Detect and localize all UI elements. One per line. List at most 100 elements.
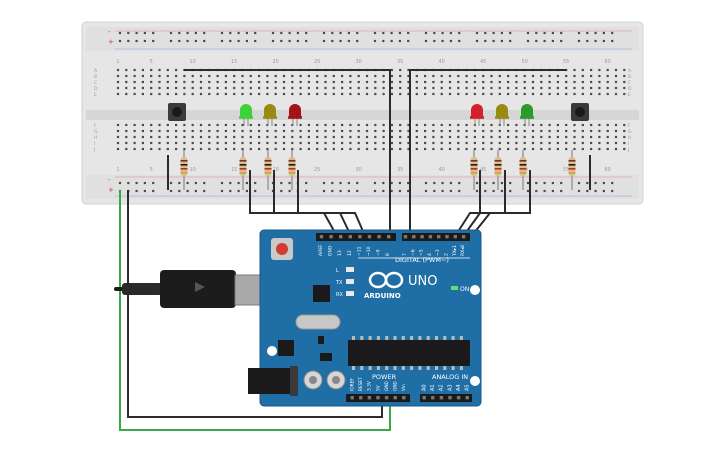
row-letter-left: I	[94, 141, 95, 147]
wires	[119, 69, 566, 431]
wire-led-3	[297, 170, 367, 239]
column-number-bottom: 60	[605, 167, 611, 173]
pin-label: 4	[427, 253, 433, 256]
row-letter-left: D	[94, 86, 98, 92]
breadboard[interactable]: 1155101015152020252530303535404045455050…	[81, 21, 644, 205]
row-letter-right: F	[628, 123, 631, 129]
voltage-regulator	[278, 340, 294, 356]
column-number-top: 40	[439, 59, 445, 65]
led-left-green[interactable]	[239, 104, 253, 126]
column-number-top: 25	[314, 59, 320, 65]
usb-chip	[313, 285, 330, 302]
column-number-bottom: 55	[563, 167, 569, 173]
pin-label: 7	[402, 253, 408, 256]
arduino-logo	[368, 271, 404, 289]
power-pin-label: GND	[393, 380, 399, 391]
column-number-top: 10	[190, 59, 196, 65]
pin-label: AREF	[318, 244, 324, 256]
resistor[interactable]	[494, 150, 502, 190]
column-number-bottom: 30	[356, 167, 362, 173]
resistor[interactable]	[519, 150, 527, 190]
row-letter-right: A	[628, 68, 632, 74]
pin-label: TX▸1	[452, 245, 458, 257]
column-number-top: 60	[605, 59, 611, 65]
crystal	[295, 314, 341, 330]
led-left-red[interactable]	[288, 104, 302, 126]
wire-led-4	[453, 170, 481, 239]
center-channel	[86, 110, 639, 120]
small-chip	[318, 336, 324, 344]
pin-label: ~11	[356, 246, 362, 256]
arduino-brand: ARDUINO	[364, 292, 401, 300]
led-right-yellow[interactable]	[495, 104, 509, 126]
column-number-top: 5	[150, 59, 153, 65]
led-right-red[interactable]	[470, 104, 484, 126]
on-label: ON	[460, 286, 469, 293]
row-letter-left: F	[94, 123, 97, 129]
rail-minus-label-bottom: -	[108, 176, 111, 184]
mount-holes	[267, 285, 480, 386]
microcontroller	[348, 340, 470, 366]
row-letter-right: I	[628, 141, 629, 147]
top-header	[316, 233, 470, 241]
pushbutton-left[interactable]	[168, 103, 186, 121]
pin-label: ~10	[366, 246, 372, 256]
row-letter-right: J	[627, 147, 629, 153]
power-jack[interactable]	[248, 366, 298, 396]
column-number-top: 1	[116, 59, 119, 65]
column-number-bottom: 5	[150, 167, 153, 173]
resistor[interactable]	[568, 150, 576, 190]
capacitors	[303, 370, 346, 390]
resistor[interactable]	[180, 150, 188, 190]
pin-label: 13	[337, 250, 343, 256]
pin-label: ~3	[435, 249, 441, 256]
wire-led-6	[469, 170, 531, 239]
column-number-top: 15	[231, 59, 237, 65]
rail-minus-label: -	[108, 28, 111, 36]
pushbutton-right[interactable]	[571, 103, 589, 121]
wire-button-left	[184, 69, 391, 238]
analog-pin-label: A5	[465, 384, 471, 391]
breadboard-holes	[116, 31, 626, 193]
pin-label: GND	[328, 245, 334, 256]
status-led-label: L	[336, 268, 339, 274]
column-number-top: 45	[480, 59, 486, 65]
row-letter-left: B	[94, 74, 97, 80]
column-number-bottom: 15	[231, 167, 237, 173]
breadboard-labels: 1155101015152020252530303535404045455050…	[93, 59, 632, 173]
row-letter-left: A	[94, 68, 98, 74]
row-letter-right: C	[628, 80, 631, 86]
column-number-top: 55	[563, 59, 569, 65]
wire-5v	[119, 190, 391, 431]
power-label: POWER	[372, 373, 397, 381]
on-led-icon	[451, 286, 458, 290]
power-pin-label: RESET	[358, 377, 364, 391]
bottom-header	[346, 394, 472, 402]
resistor[interactable]	[264, 150, 272, 190]
row-letter-right: D	[628, 86, 632, 92]
pin-label: ~6	[410, 249, 416, 256]
row-letter-right: B	[628, 74, 631, 80]
resistor[interactable]	[288, 150, 296, 190]
resistor[interactable]	[470, 150, 478, 190]
row-letter-left: E	[94, 92, 97, 98]
pin-label: 8	[385, 253, 391, 256]
led-right-green[interactable]	[520, 104, 534, 126]
column-number-top: 30	[356, 59, 362, 65]
led-left-yellow[interactable]	[263, 104, 277, 126]
power-pin-label: 3.3V	[367, 381, 373, 391]
power-pin-label: IOREF	[350, 378, 356, 391]
power-pin-label: GND	[384, 380, 390, 391]
reset-button[interactable]	[271, 238, 293, 260]
wire-gnd	[127, 190, 383, 418]
resistor[interactable]	[239, 150, 247, 190]
status-led-label: TX	[335, 280, 343, 286]
row-letter-left: H	[94, 135, 97, 141]
column-number-bottom: 25	[314, 167, 320, 173]
row-letter-left: J	[93, 147, 95, 153]
